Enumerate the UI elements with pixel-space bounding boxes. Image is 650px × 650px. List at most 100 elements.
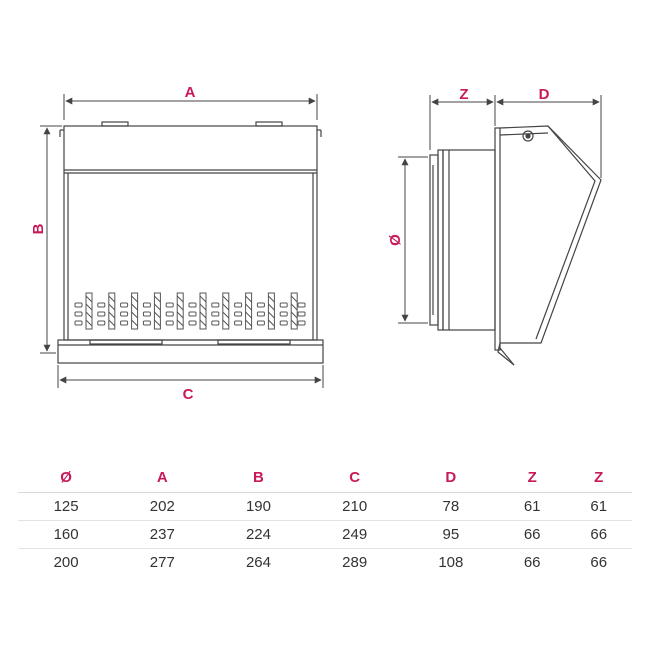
table-cell: 210 [306, 492, 403, 521]
grille-slot [268, 295, 275, 303]
grille-slot [222, 303, 230, 311]
dimension-a [63, 94, 318, 120]
table-header-row: Ø A B C D Z Z [18, 462, 632, 493]
grille-slot [199, 292, 207, 330]
header-z-2: Z [565, 462, 632, 493]
grille-slot [154, 295, 161, 303]
grille-slot [176, 311, 184, 319]
grille-slot [131, 319, 138, 327]
grille-slot [245, 295, 252, 303]
table-cell: 95 [402, 520, 499, 549]
grille-slot [176, 292, 184, 330]
grille-slot [176, 319, 184, 327]
grille-slot [154, 319, 161, 327]
front-view [57, 121, 324, 364]
table-cell: 160 [18, 520, 115, 549]
table-cell: 224 [210, 520, 307, 549]
grille-slot [188, 320, 197, 326]
grille-slot [245, 303, 252, 311]
header-diameter: Ø [18, 462, 115, 493]
table-cell: 289 [342, 554, 368, 571]
grille-slot [97, 320, 106, 326]
grille-slot [211, 302, 220, 308]
grille-slot [297, 320, 306, 326]
grille-slot [108, 311, 116, 319]
grille-slot [222, 292, 230, 330]
dimension-diameter [398, 156, 428, 324]
grille-slot [199, 319, 207, 327]
grille-slot [165, 320, 174, 326]
table-cell: 66 [565, 520, 632, 549]
grille-slot [142, 302, 151, 308]
grille-slot [142, 320, 151, 326]
grille-slot [290, 295, 298, 303]
grille-slot [245, 292, 253, 330]
table-cell: 108 [438, 554, 464, 571]
dimension-z [429, 95, 496, 150]
grille-slot [120, 311, 129, 317]
grille-slot [154, 311, 161, 319]
grille-slot [279, 302, 288, 308]
grille-slot [85, 319, 93, 327]
side-view [429, 125, 602, 366]
label-z: Z [459, 86, 468, 103]
grille-slot [297, 311, 306, 317]
table-cell: 66 [590, 554, 608, 571]
grille-slot [165, 311, 174, 317]
grille-slot [256, 302, 265, 308]
grille-slot [290, 292, 298, 330]
dimension-b [40, 125, 62, 354]
label-diameter: Ø [387, 234, 404, 246]
header-b: B [210, 462, 307, 493]
grille-slot [267, 292, 275, 330]
grille-slot [154, 303, 161, 311]
table-cell: 66 [498, 520, 566, 549]
grille-slot [268, 319, 275, 327]
table-cell: 249 [306, 520, 403, 549]
grille-slot [74, 302, 83, 308]
grille-slot [279, 320, 288, 326]
grille-slot [211, 320, 220, 326]
grille-slot [234, 320, 243, 326]
grille-slot [290, 319, 298, 327]
grille-slot [97, 311, 106, 317]
header-a: A [114, 462, 211, 493]
grille-slot [256, 320, 265, 326]
grille-slot [199, 303, 207, 311]
grille-slot [290, 311, 298, 319]
grille-slot [268, 311, 275, 319]
grille-slot [108, 292, 116, 330]
grille-slot [85, 303, 93, 311]
grille-slot [188, 302, 197, 308]
table-row: 200 277 264 289 108 66 66 [18, 549, 632, 577]
header-z: Z [498, 462, 566, 493]
table-cell: 66 [523, 554, 541, 571]
grille-slot [131, 295, 138, 303]
dimension-c [57, 365, 324, 388]
table-cell: 264 [245, 554, 271, 571]
label-d: D [539, 86, 550, 103]
table-cell: 277 [149, 554, 175, 571]
table-cell: 200 [53, 554, 79, 571]
grille-slot [234, 302, 243, 308]
table-cell: 78 [402, 492, 499, 521]
grille-slot [222, 311, 230, 319]
table-row: 125 202 190 210 78 61 61 [18, 492, 632, 521]
grille-slot [97, 302, 106, 308]
grille-slot [176, 295, 184, 303]
grille-slot [120, 302, 129, 308]
label-b: B [30, 223, 47, 234]
grille-slot [234, 311, 243, 317]
grille-slot [85, 311, 93, 319]
grille-slot [279, 311, 288, 317]
grille-slot [256, 311, 265, 317]
label-c: C [183, 386, 194, 403]
grille-slot [245, 319, 252, 327]
table-cell: 190 [210, 492, 307, 521]
table-cell: 237 [114, 520, 211, 549]
grille-slot [85, 295, 93, 303]
grille-slot [108, 303, 116, 311]
grille-slot [85, 292, 93, 330]
grille-slot [188, 311, 197, 317]
table-row: 160 237 224 249 95 66 66 [18, 520, 632, 549]
